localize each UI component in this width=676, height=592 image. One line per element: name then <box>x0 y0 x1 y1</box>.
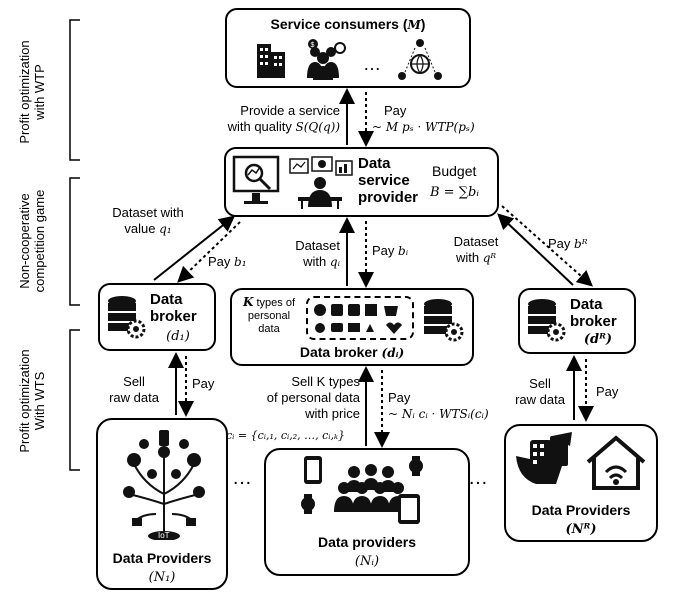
providers-left-title: Data Providers <box>112 550 212 566</box>
data-providers-right-box: Data Providers (Nᴿ) <box>504 424 658 542</box>
providers-right-title: Data Providers <box>531 502 631 518</box>
providers-right-var: (Nᴿ) <box>565 522 597 537</box>
price-vector-label: cᵢ = {cᵢ,₁, cᵢ,₂, …, cᵢ,ₖ} <box>226 429 346 442</box>
hand-device-icon <box>516 432 572 484</box>
database-gear-icon <box>528 299 566 342</box>
dataset-left-label: Dataset with value q₁ <box>112 205 184 236</box>
dataset-right-label: Dataset with qᴿ <box>453 234 499 265</box>
broker-right-var: (dᴿ) <box>583 332 613 347</box>
database-gear-icon <box>424 299 464 342</box>
pay-mid-low-label: Pay ~ Nᵢ cᵢ · WTSᵢ(cᵢ) <box>388 390 489 421</box>
dashboard-operator-icon <box>289 156 353 209</box>
data-providers-left-box: IoT Data Providers (N₁) <box>96 418 228 590</box>
database-gear-icon <box>108 296 146 339</box>
provide-service-label: Provide a service with quality S(Q(q)) <box>227 103 340 134</box>
ellipsis-right: … <box>468 467 488 489</box>
sell-mid-label: Sell K types of personal data with price <box>266 374 360 421</box>
svg-text:IoT: IoT <box>158 531 170 540</box>
providers-left-var: (N₁) <box>148 570 176 585</box>
global-network-icon <box>398 39 442 80</box>
smart-home-icon <box>516 432 646 490</box>
dataset-mid-label: Dataset with qᵢ <box>295 238 340 269</box>
pay-left-low-label: Pay <box>192 376 215 391</box>
providers-mid-title: Data providers <box>317 534 417 550</box>
personal-data-icons <box>306 296 414 340</box>
pay-right-low-label: Pay <box>596 384 619 399</box>
service-consumers-title: Service consumers (M) <box>270 16 426 32</box>
business-people-icon: $ <box>307 39 346 80</box>
budget-formula: B = ∑bᵢ <box>430 185 479 200</box>
analytics-monitor-icon <box>232 155 280 204</box>
iot-tree-icon: IoT <box>123 430 205 540</box>
broker-mid-types: K types of personal data <box>242 295 296 336</box>
svg-text:…: … <box>363 54 381 74</box>
pay-consumers-label: Pay ~ M pₛ · WTP(pₛ) <box>372 103 475 134</box>
personal-data-glyphs-icon <box>314 304 402 334</box>
building-icon <box>257 44 285 78</box>
broker-left-var: (d₁) <box>166 329 190 344</box>
dsp-icons <box>232 155 353 209</box>
consumer-icons: $ … <box>257 39 442 80</box>
data-providers-mid-box: Data providers (Nᵢ) <box>264 448 470 576</box>
crowd-icon <box>301 456 423 524</box>
pay-left-label: Pay b₁ <box>208 254 247 269</box>
pay-mid-label: Pay bᵢ <box>372 243 409 258</box>
ellipsis-left: … <box>232 467 252 489</box>
budget-label: Budget <box>432 163 477 179</box>
data-broker-mid-box: K types of personal data Data broker (dᵢ… <box>230 288 474 366</box>
pay-right-label: Pay bᴿ <box>548 236 588 251</box>
service-consumers-box: Service consumers (M) $ … <box>225 8 471 88</box>
broker-mid-title: Data broker (dᵢ) <box>299 344 405 360</box>
providers-mid-var: (Nᵢ) <box>354 554 380 569</box>
svg-text:$: $ <box>311 42 315 49</box>
